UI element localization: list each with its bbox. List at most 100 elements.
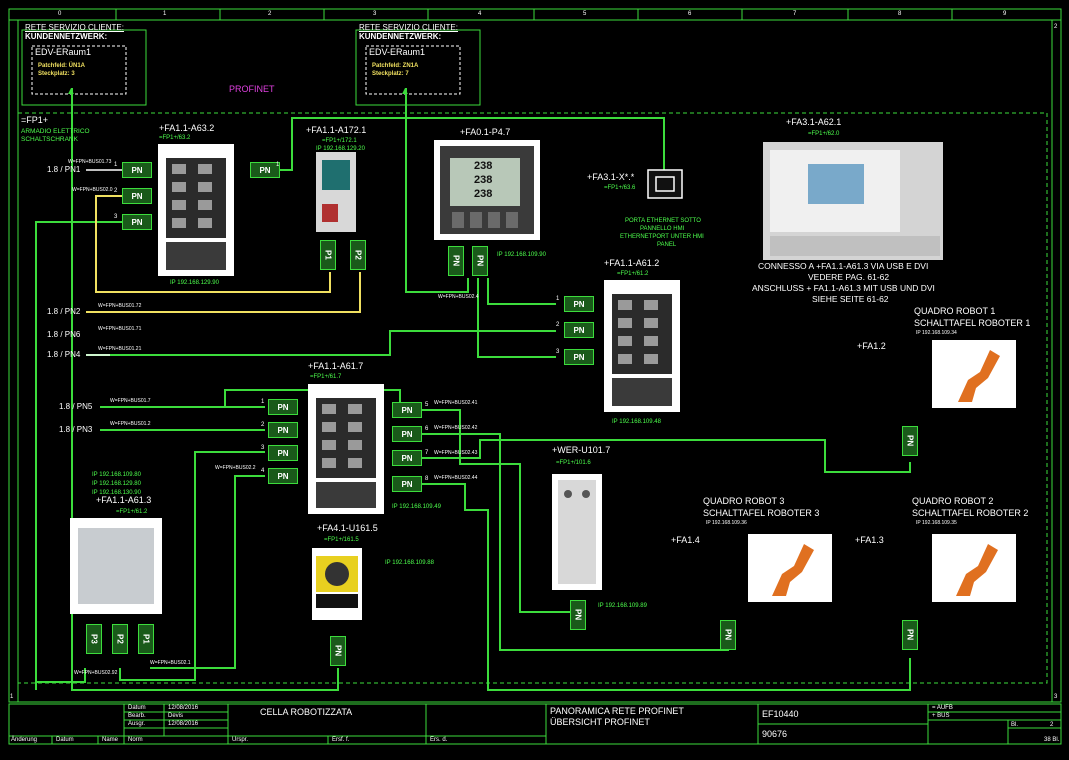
a612-sub: =FP1+/61.2 [617, 271, 649, 277]
a613-ip-3: IP 192.168.130.90 [92, 490, 141, 496]
a613-tag: +FA1.1-A61.3 [96, 495, 152, 505]
profinet-label: PROFINET [229, 84, 275, 94]
p47-value-2: 238 [474, 174, 493, 186]
pn-left-4-wire: W=FPN+BUS01.21 [98, 346, 142, 352]
cabinet-tag: =FP1+ [21, 115, 49, 125]
tb-v3: 12/08/2016 [168, 721, 199, 727]
grid-col-5: 5 [583, 11, 587, 17]
camera-u1615-img [312, 548, 362, 620]
title-block [8, 703, 1062, 745]
hmi-a621-img [763, 142, 943, 260]
pn-left-1-wire: W=FPN+BUS01.73 [68, 159, 112, 165]
grid-col-6: 6 [688, 11, 692, 17]
port-p47-1: PN [448, 246, 464, 276]
robot1-title: QUADRO ROBOT 1 [914, 306, 996, 316]
pn-left-4: 1.8 / PN4 [47, 350, 81, 359]
pn-left-1: 1.8 / PN1 [47, 165, 81, 174]
customer-net-2-subtitle: KUNDENNETZWERK: [359, 32, 442, 41]
customer-net-1-patch: Patchfeld: ÜN1A [38, 63, 86, 69]
a632-sub: =FP1+/63.2 [159, 135, 191, 141]
u1016-sub: =FP1+/101.6 [556, 460, 591, 466]
tb-h8: Urspr. [232, 737, 249, 743]
port-num: 2 [261, 422, 265, 428]
tb-h1: Datum [128, 705, 146, 711]
p47-value-3: 238 [474, 188, 493, 200]
port-a613-p3: P3 [86, 624, 102, 654]
a1721-sub: =FP1+/172.1 [322, 138, 357, 144]
wire-42: W=FPN+BUS02.42 [434, 425, 478, 431]
robot3-title: QUADRO ROBOT 3 [703, 496, 785, 506]
grid-col-8: 8 [898, 11, 902, 17]
port-num: 7 [425, 450, 429, 456]
pn-left-3: 1.8 / PN6 [47, 330, 81, 339]
port-a1721-p2: P2 [350, 240, 366, 270]
a621-conn-3: ANSCHLUSS + FA1.1-A61.3 MIT USB UND DVI [752, 283, 935, 293]
port-p47-2: PN [472, 246, 488, 276]
robot2-subtitle: SCHALTTAFEL ROBOTER 2 [912, 508, 1029, 518]
port-a617-1: PN [268, 399, 298, 415]
grid-row-2: 2 [1054, 24, 1058, 30]
cables-white [86, 169, 127, 356]
port-a617-6: PN [392, 426, 422, 442]
cabinet-boundary [17, 112, 1048, 684]
wire-43: W=FPN+BUS02.43 [434, 450, 478, 456]
tb-r3: Bl. [1011, 722, 1019, 728]
port-a613-p1: P1 [138, 624, 154, 654]
port-a617-8: PN [392, 476, 422, 492]
meter-p47-img [434, 140, 540, 240]
cpu-a1721-img [316, 152, 356, 232]
grid-col-3: 3 [373, 11, 377, 17]
port-u1615: PN [330, 636, 346, 666]
robot1-subtitle: SCHALTTAFEL ROBOTER 1 [914, 318, 1031, 328]
port-a617-4: PN [268, 468, 298, 484]
grid-col-0: 0 [58, 11, 62, 17]
tb-r1: = AUFB [932, 705, 953, 711]
arrow-up-icon: ▲ [400, 86, 410, 97]
tb-r4: 2 [1050, 722, 1054, 728]
robot-3-img [706, 534, 832, 602]
port-a613-p2: P2 [112, 624, 128, 654]
port-robot1: PN [902, 426, 918, 456]
port-num: 1 [556, 296, 560, 302]
tb-v2: Devis [168, 713, 184, 719]
switch-a612-img [604, 280, 680, 412]
a617-tag: +FA1.1-A61.7 [308, 361, 364, 371]
tb-h7: Norm [128, 737, 143, 743]
p47-tag: +FA0.1-P4.7 [460, 127, 511, 137]
a621-tag: +FA3.1-A62.1 [786, 117, 842, 127]
grid-col-9: 9 [1003, 11, 1007, 17]
a613-ip-1: IP 192.168.109.80 [92, 472, 141, 478]
ethernet-port-img [647, 169, 683, 199]
a621-conn-1: CONNESSO A +FA1.1-A61.3 VIA USB E DVI [758, 261, 929, 271]
a621-conn-4: SIEHE SEITE 61-62 [812, 294, 889, 304]
x-tag: +FA3.1-X*.* [587, 172, 635, 182]
pn-left-5-wire: W=FPN+BUS01.7 [110, 398, 151, 404]
robot2-fa: +FA1.3 [855, 535, 884, 545]
tb-h2: Bearb. [128, 713, 146, 719]
customer-net-box-2 [355, 29, 481, 106]
robot2-title: QUADRO ROBOT 2 [912, 496, 994, 506]
wire-21: W=FPN+BUS02.1 [150, 660, 191, 666]
a613-ip-2: IP 192.168.129.80 [92, 481, 141, 487]
port-a1721: PN [250, 162, 280, 178]
x-note-1: PORTA ETHERNET SOTTO [625, 218, 701, 224]
tb-h3: Ausgr. [128, 721, 146, 727]
pn-left-3-wire: W=FPN+BUS01.71 [98, 326, 142, 332]
tb-h10: Ers. d. [430, 737, 448, 743]
wire-1: W=FPN+BUS02.4 [438, 294, 479, 300]
a617-sub: =FP1+/61.7 [310, 374, 342, 380]
a612-ip: IP 192.168.109.48 [612, 419, 661, 425]
port-num: 2 [114, 188, 118, 194]
u1016-tag: +WER-U101.7 [552, 445, 611, 455]
a632-ip: IP 192.168.129.90 [170, 280, 219, 286]
cabinet-label-it: ARMADIO ELETTRICO [21, 128, 90, 135]
x-note-2: PANNELLO HMI [640, 226, 685, 232]
x-note-4: PANEL [657, 242, 677, 248]
customer-net-2-room: EDV-ERaum1 [369, 47, 426, 57]
robot3-subtitle: SCHALTTAFEL ROBOTER 3 [703, 508, 820, 518]
pn-left-5: 1.8 / PN5 [59, 402, 93, 411]
wire-2: W=FPN+BUS02.2 [215, 465, 256, 471]
wire-9: W=FPN+BUS02.92 [74, 670, 118, 676]
